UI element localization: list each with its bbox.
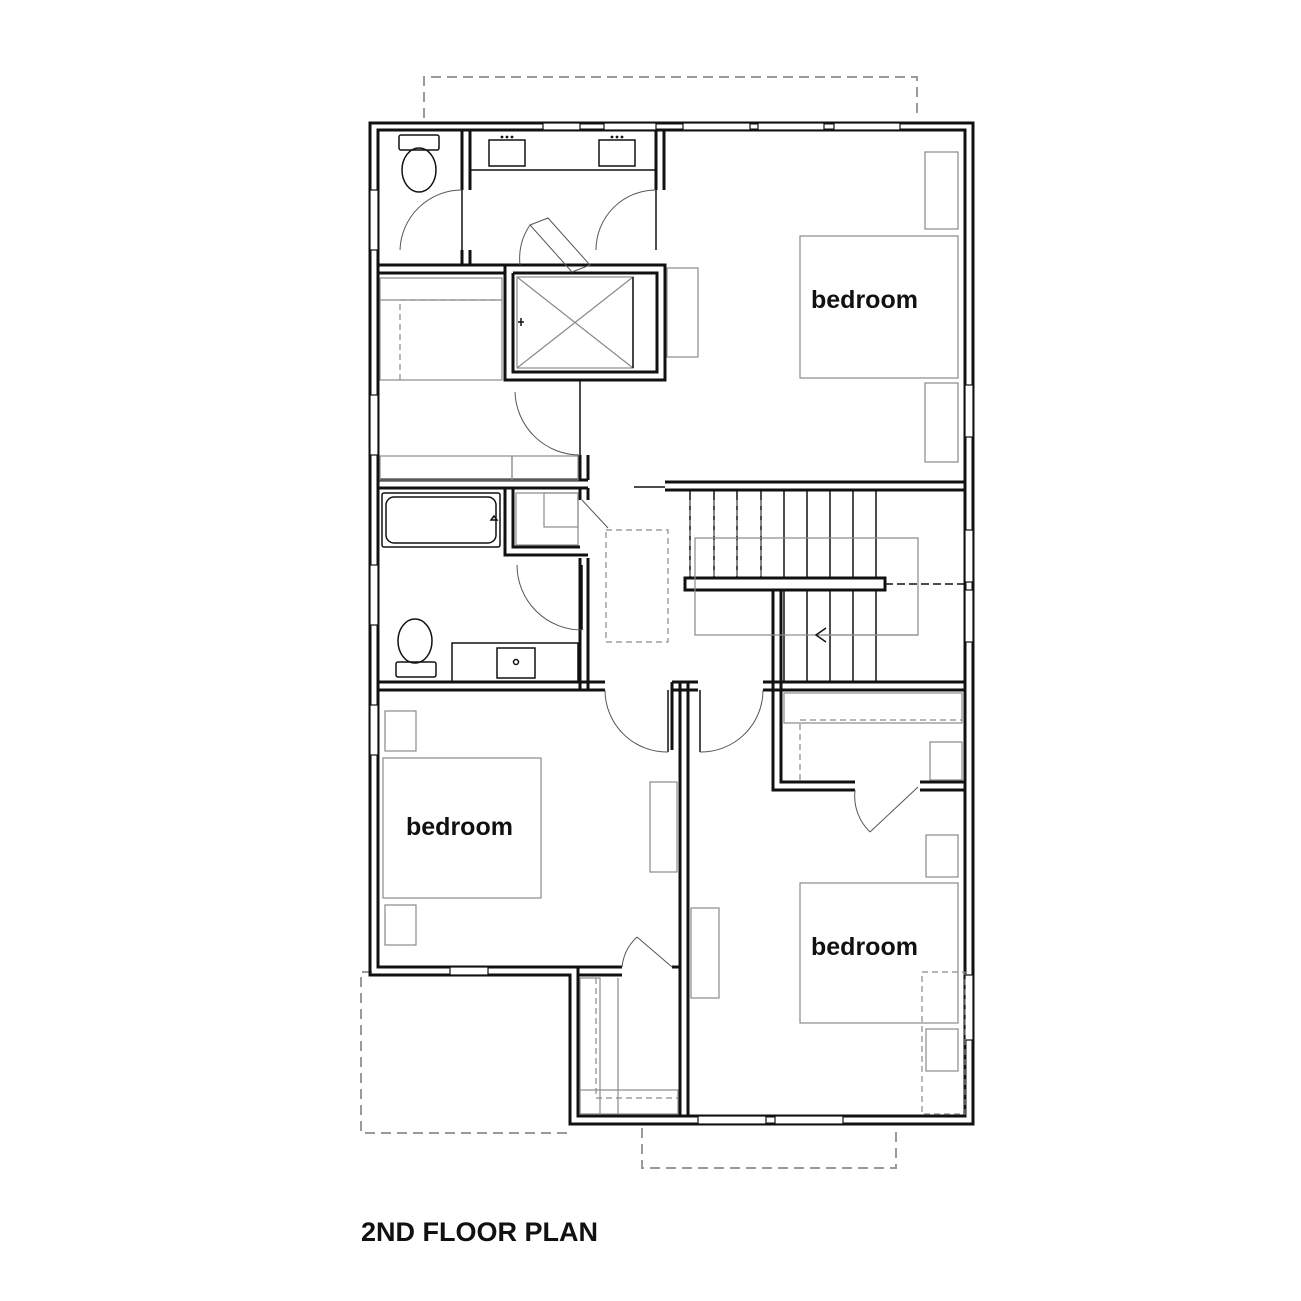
- fixtures: [379, 134, 966, 1115]
- plan-title: 2ND FLOOR PLAN: [361, 1217, 599, 1247]
- roof-outline-top: [423, 76, 918, 118]
- room-label-bedroom-right: bedroom: [811, 933, 918, 961]
- doors: [399, 189, 919, 968]
- room-label-bedroom-master: bedroom: [811, 286, 918, 314]
- stairs: [689, 490, 965, 682]
- roof-outline-bottom: [641, 1128, 897, 1169]
- windows: [369, 122, 974, 1125]
- exterior-walls: [368, 121, 975, 1126]
- porch-outline: [360, 971, 567, 1134]
- room-label-bedroom-left: bedroom: [406, 813, 513, 841]
